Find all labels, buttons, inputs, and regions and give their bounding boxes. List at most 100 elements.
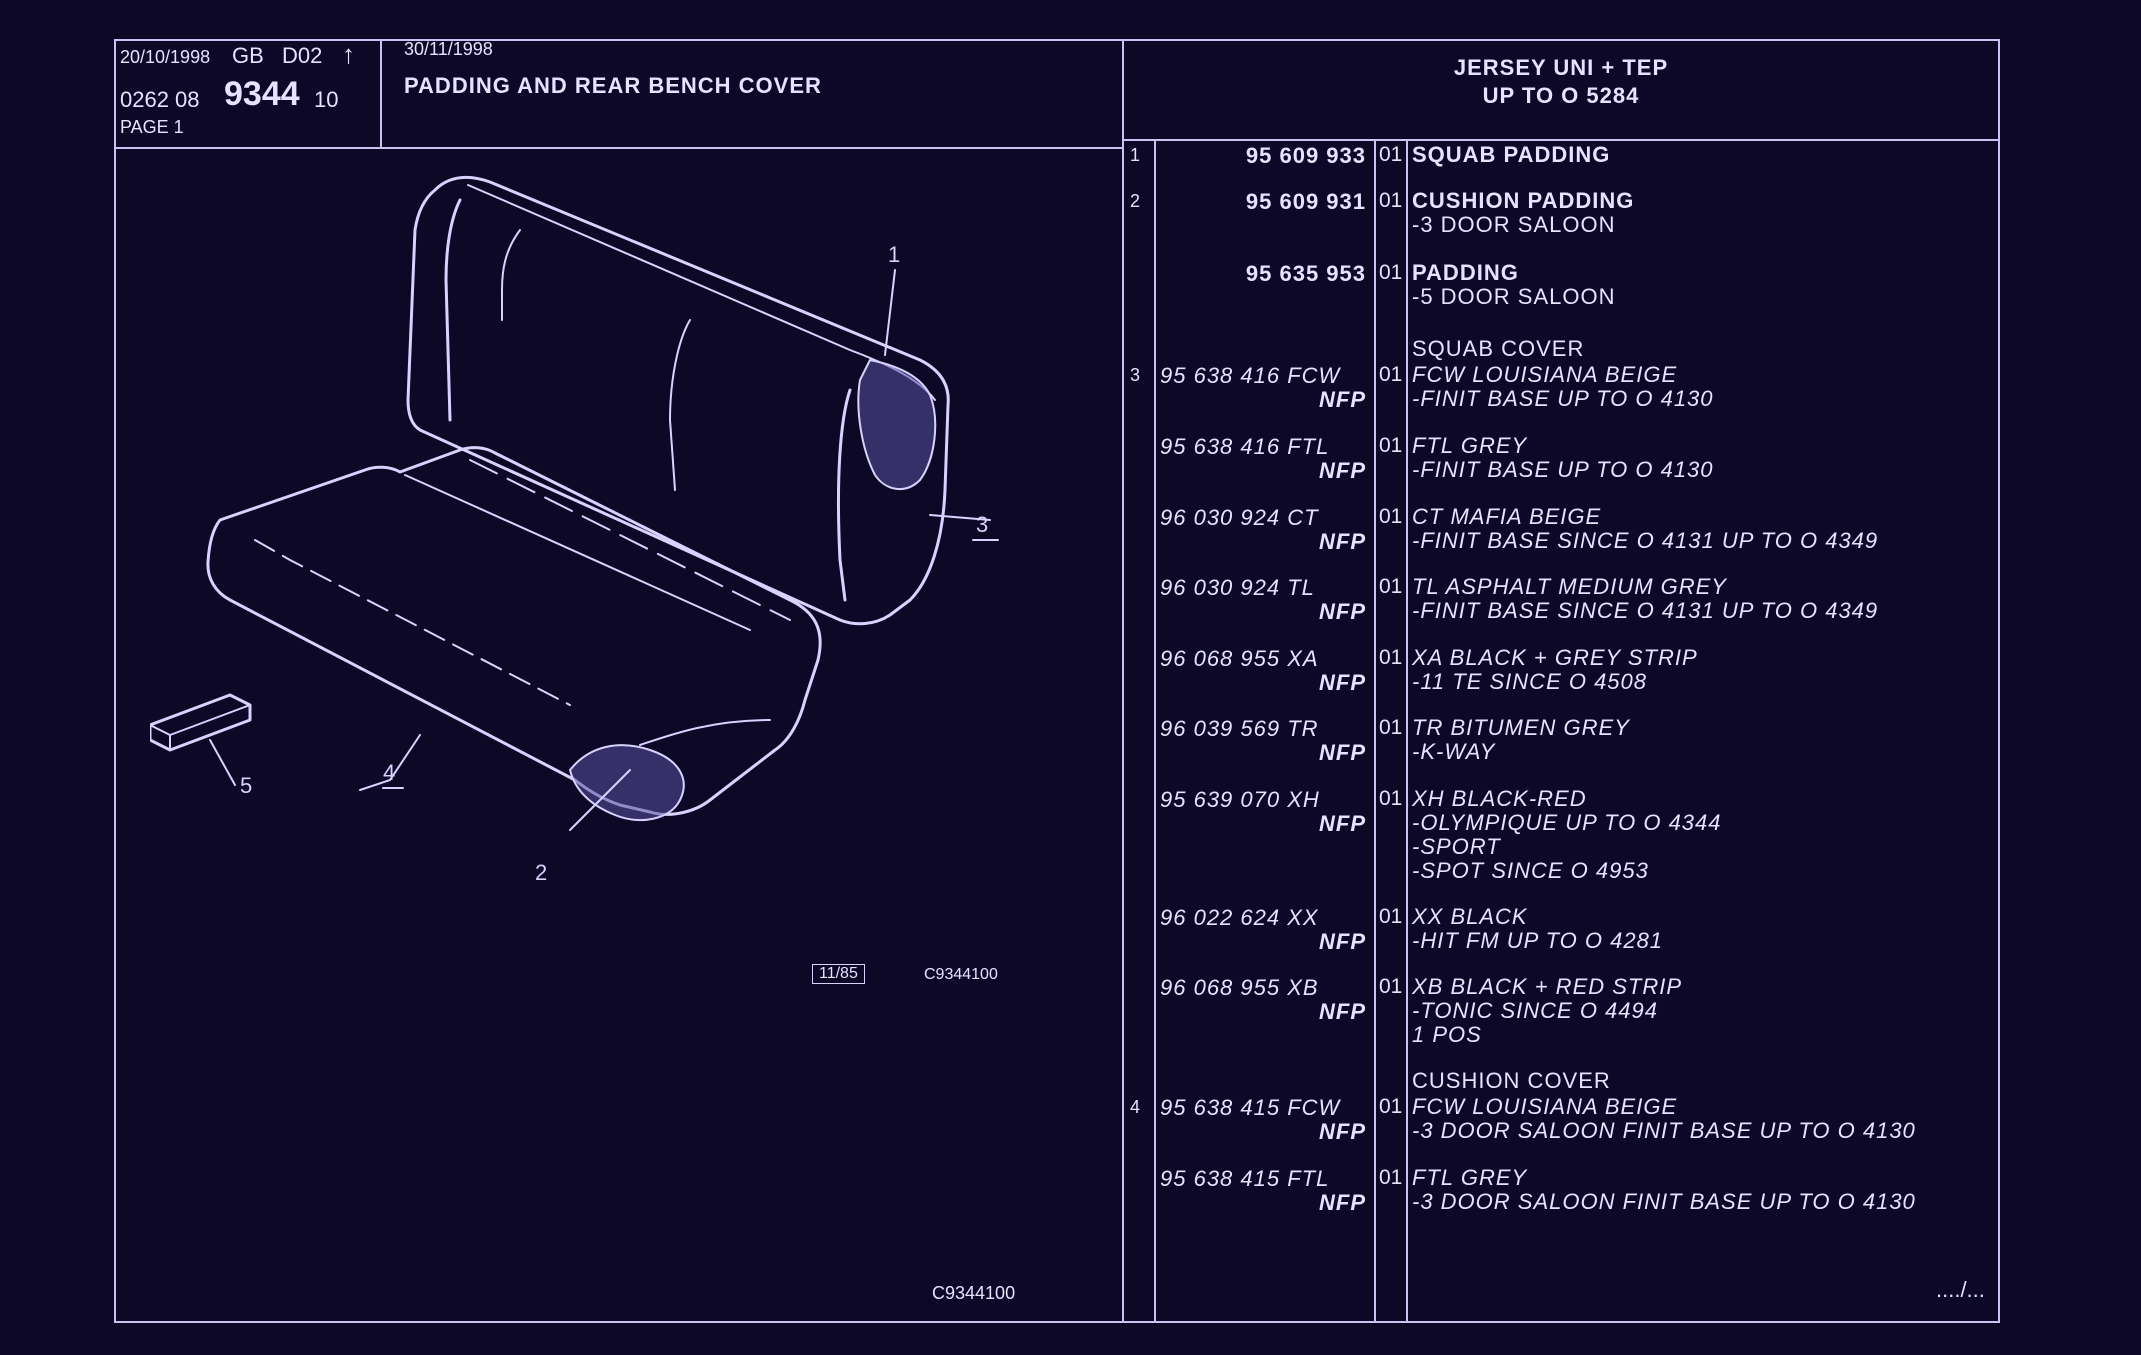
nfp-flag: NFP (1319, 929, 1366, 954)
section-heading: SQUAB COVER (1412, 336, 1585, 361)
part-number: 95 635 953 (1245, 261, 1366, 286)
header-code: D02 (282, 43, 323, 68)
callout-index: 1 (1130, 145, 1141, 165)
page-title: PADDING AND REAR BENCH COVER (404, 73, 822, 98)
header-ref-main: 9344 (224, 75, 300, 113)
part-description: FTL GREY (1412, 1165, 1528, 1190)
quantity: 01 (1379, 1166, 1403, 1189)
nfp-flag: NFP (1319, 1119, 1366, 1144)
nfp-flag: NFP (1319, 458, 1366, 483)
part-detail-line: -FINIT BASE SINCE O 4131 UP TO O 4349 (1412, 598, 1879, 623)
cushion-outline (206, 446, 822, 816)
part-description: XA BLACK + GREY STRIP (1412, 645, 1698, 670)
part-5-block (150, 693, 252, 752)
quantity: 01 (1379, 716, 1403, 739)
nfp-flag: NFP (1319, 529, 1366, 554)
continue-marker: ..../... (1936, 1277, 1985, 1302)
callout-2: 2 (535, 860, 547, 885)
part-detail-line: -TONIC SINCE O 4494 (1412, 998, 1658, 1023)
part-detail-line: -FINIT BASE UP TO O 4130 (1412, 386, 1714, 411)
quantity: 01 (1379, 505, 1403, 528)
part-description: TR BITUMEN GREY (1412, 715, 1630, 740)
part-number: 96 022 624 XX (1160, 905, 1319, 930)
nfp-flag: NFP (1319, 999, 1366, 1024)
callout-4: 4 (383, 760, 395, 785)
quantity: 01 (1379, 646, 1403, 669)
part-detail-line: -HIT FM UP TO O 4281 (1412, 928, 1664, 953)
part-description: XB BLACK + RED STRIP (1412, 974, 1683, 999)
part-description: PADDING (1412, 260, 1519, 285)
nfp-flag: NFP (1319, 599, 1366, 624)
part-description: FTL GREY (1412, 433, 1528, 458)
part-detail-line: -3 DOOR SALOON FINIT BASE UP TO O 4130 (1412, 1189, 1916, 1214)
part-number: 95 638 415 FTL (1160, 1166, 1330, 1191)
quantity: 01 (1379, 189, 1403, 212)
part-detail-line: -3 DOOR SALOON FINIT BASE UP TO O 4130 (1412, 1118, 1916, 1143)
part-description: SQUAB PADDING (1412, 142, 1611, 167)
variant-line-2: UP TO O 5284 (1482, 83, 1640, 108)
header-variant-box: JERSEY UNI + TEP UP TO O 5284 (1122, 41, 1998, 141)
section-heading: CUSHION COVER (1412, 1068, 1611, 1093)
part-detail-line: -K-WAY (1412, 739, 1496, 764)
part-description: FCW LOUISIANA BEIGE (1412, 1094, 1678, 1119)
part-detail-line: -FINIT BASE UP TO O 4130 (1412, 457, 1714, 482)
nfp-flag: NFP (1319, 1190, 1366, 1215)
drawing-code: C9344100 (924, 966, 998, 983)
part-detail-line: -OLYMPIQUE UP TO O 4344 (1412, 810, 1722, 835)
column-divider (1374, 141, 1376, 1321)
up-arrow-icon: ↑ (342, 39, 355, 69)
quantity: 01 (1379, 905, 1403, 928)
part-number: 95 638 416 FCW (1160, 363, 1341, 388)
callout-index: 3 (1130, 365, 1141, 385)
part-number: 95 639 070 XH (1160, 787, 1320, 812)
quantity: 01 (1379, 434, 1403, 457)
callout-3: 3 (976, 512, 988, 537)
part-detail-line: -3 DOOR SALOON (1412, 212, 1616, 237)
nfp-flag: NFP (1319, 740, 1366, 765)
part-detail-line: -SPOT SINCE O 4953 (1412, 858, 1649, 883)
part-description: CUSHION PADDING (1412, 188, 1635, 213)
part-detail-line: -5 DOOR SALOON (1412, 284, 1616, 309)
header-ref-prefix: 0262 08 (120, 87, 200, 112)
header-ref-suffix: 10 (314, 87, 339, 112)
column-divider (1406, 141, 1408, 1321)
quantity: 01 (1379, 363, 1403, 386)
rear-bench-drawing: 1 2 3 4 5 (150, 176, 999, 885)
drawing-stamp: 11/85 (812, 964, 865, 984)
header-reference-box: 20/10/1998 GB D02 ↑ 0262 08 9344 10 PAGE… (116, 39, 382, 149)
footer-drawing-code: C9344100 (932, 1283, 1016, 1303)
part-detail-line: 1 POS (1412, 1022, 1482, 1047)
part-number: 96 030 924 CT (1160, 505, 1319, 530)
quantity: 01 (1379, 575, 1403, 598)
squab-outline (406, 176, 950, 626)
nfp-flag: NFP (1319, 811, 1366, 836)
part-number: 95 609 931 (1245, 189, 1366, 214)
header-title-box: 30/11/1998 PADDING AND REAR BENCH COVER (382, 39, 1122, 149)
quantity: 01 (1379, 143, 1403, 166)
part-number: 96 068 955 XA (1160, 646, 1319, 671)
part-number: 96 039 569 TR (1160, 716, 1319, 741)
callout-5: 5 (240, 773, 252, 798)
part-detail-line: -FINIT BASE SINCE O 4131 UP TO O 4349 (1412, 528, 1879, 553)
column-divider (1154, 141, 1156, 1321)
part-detail-line: -11 TE SINCE O 4508 (1412, 669, 1648, 694)
quantity: 01 (1379, 1095, 1403, 1118)
column-divider (1122, 141, 1124, 1321)
part-number: 96 030 924 TL (1160, 575, 1315, 600)
part-number: 96 068 955 XB (1160, 975, 1319, 1000)
nfp-flag: NFP (1319, 387, 1366, 412)
nfp-flag: NFP (1319, 670, 1366, 695)
quantity: 01 (1379, 787, 1403, 810)
quantity: 01 (1379, 261, 1403, 284)
header-page: PAGE 1 (120, 117, 184, 137)
part-description: FCW LOUISIANA BEIGE (1412, 362, 1678, 387)
parts-sheet: 20/10/1998 GB D02 ↑ 0262 08 9344 10 PAGE… (114, 39, 2000, 1323)
part-description: TL ASPHALT MEDIUM GREY (1412, 574, 1727, 599)
header-date-2: 30/11/1998 (404, 39, 493, 59)
part-number: 95 638 415 FCW (1160, 1095, 1341, 1120)
header-lang: GB (232, 43, 264, 68)
callout-1: 1 (888, 242, 900, 267)
part-number: 95 638 416 FTL (1160, 434, 1330, 459)
header-date: 20/10/1998 (120, 47, 211, 67)
callout-index: 2 (1130, 191, 1141, 211)
